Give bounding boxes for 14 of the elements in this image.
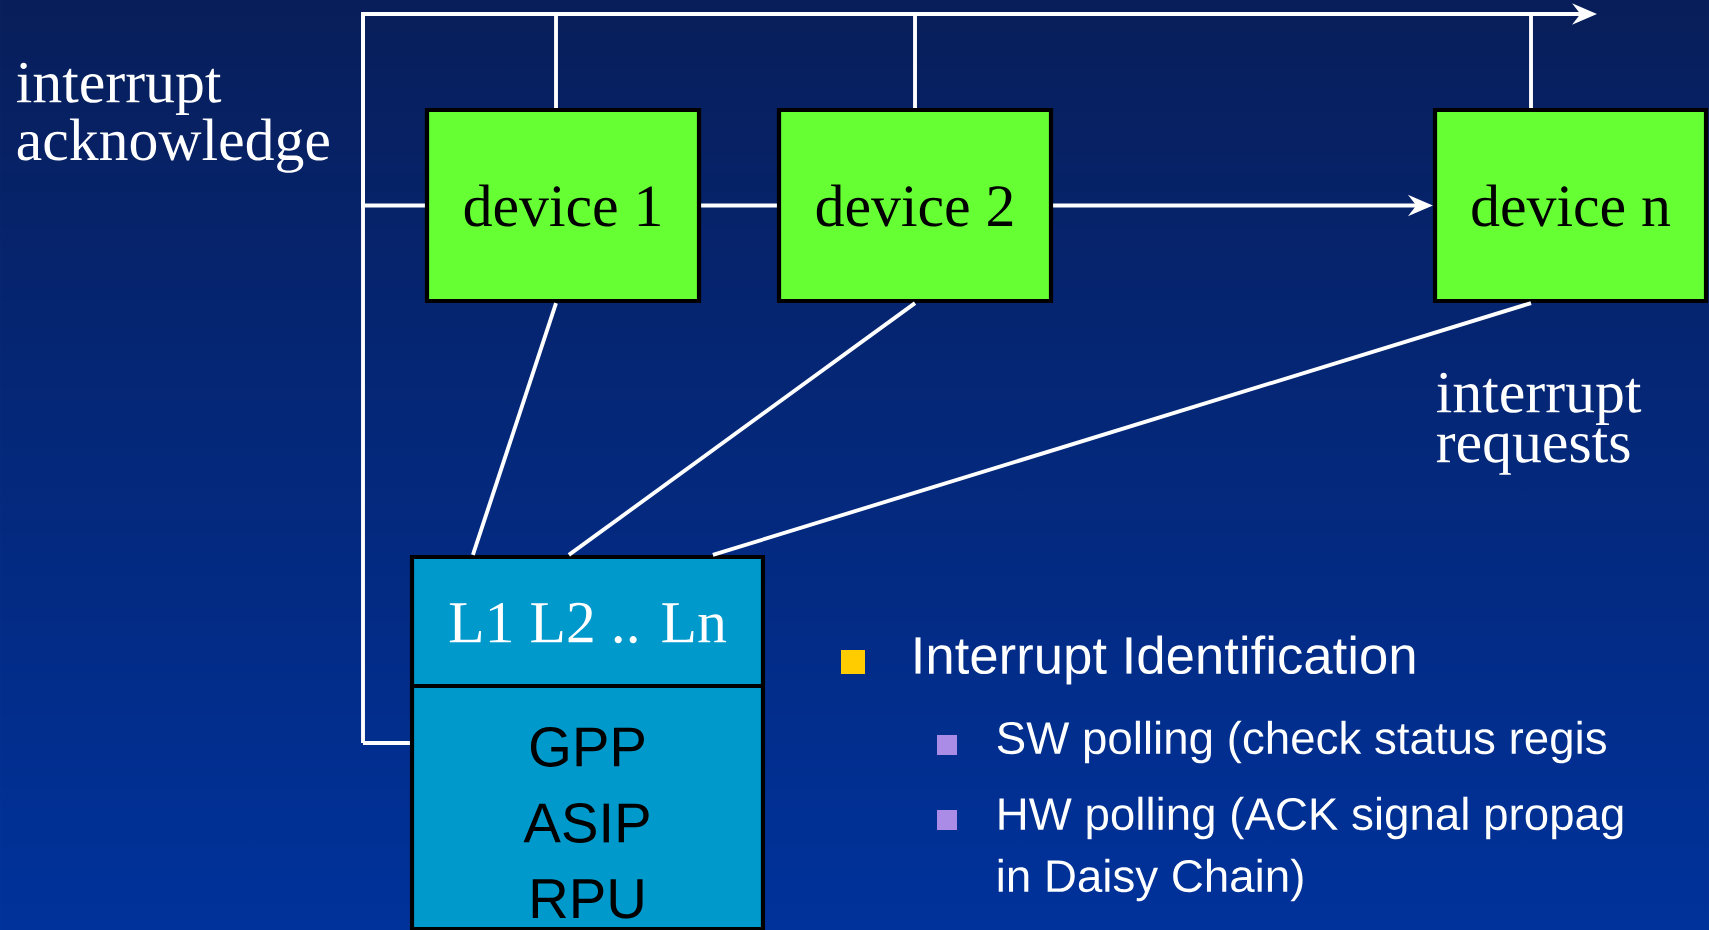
connector [471, 302, 558, 556]
connector [701, 203, 777, 208]
bullet-item: in Daisy Chain) [998, 858, 1303, 902]
signal-label: interrupt requests [1436, 372, 1642, 475]
bullet-item: HW polling (ACK signal propag [999, 796, 1623, 840]
connector [567, 301, 917, 557]
bullet-heading: Interrupt Identification [915, 635, 1415, 685]
connector [712, 301, 1532, 557]
device-box: device n [1432, 107, 1709, 304]
signal-label: interrupt acknowledge [17, 62, 329, 173]
bullet-item: SW polling (check status regis [997, 720, 1606, 764]
device-box: device 2 [776, 107, 1054, 304]
device-box: device 1 [424, 107, 702, 304]
processor-box: L1 L2 .. Ln GPP ASIP RPU [409, 554, 766, 930]
